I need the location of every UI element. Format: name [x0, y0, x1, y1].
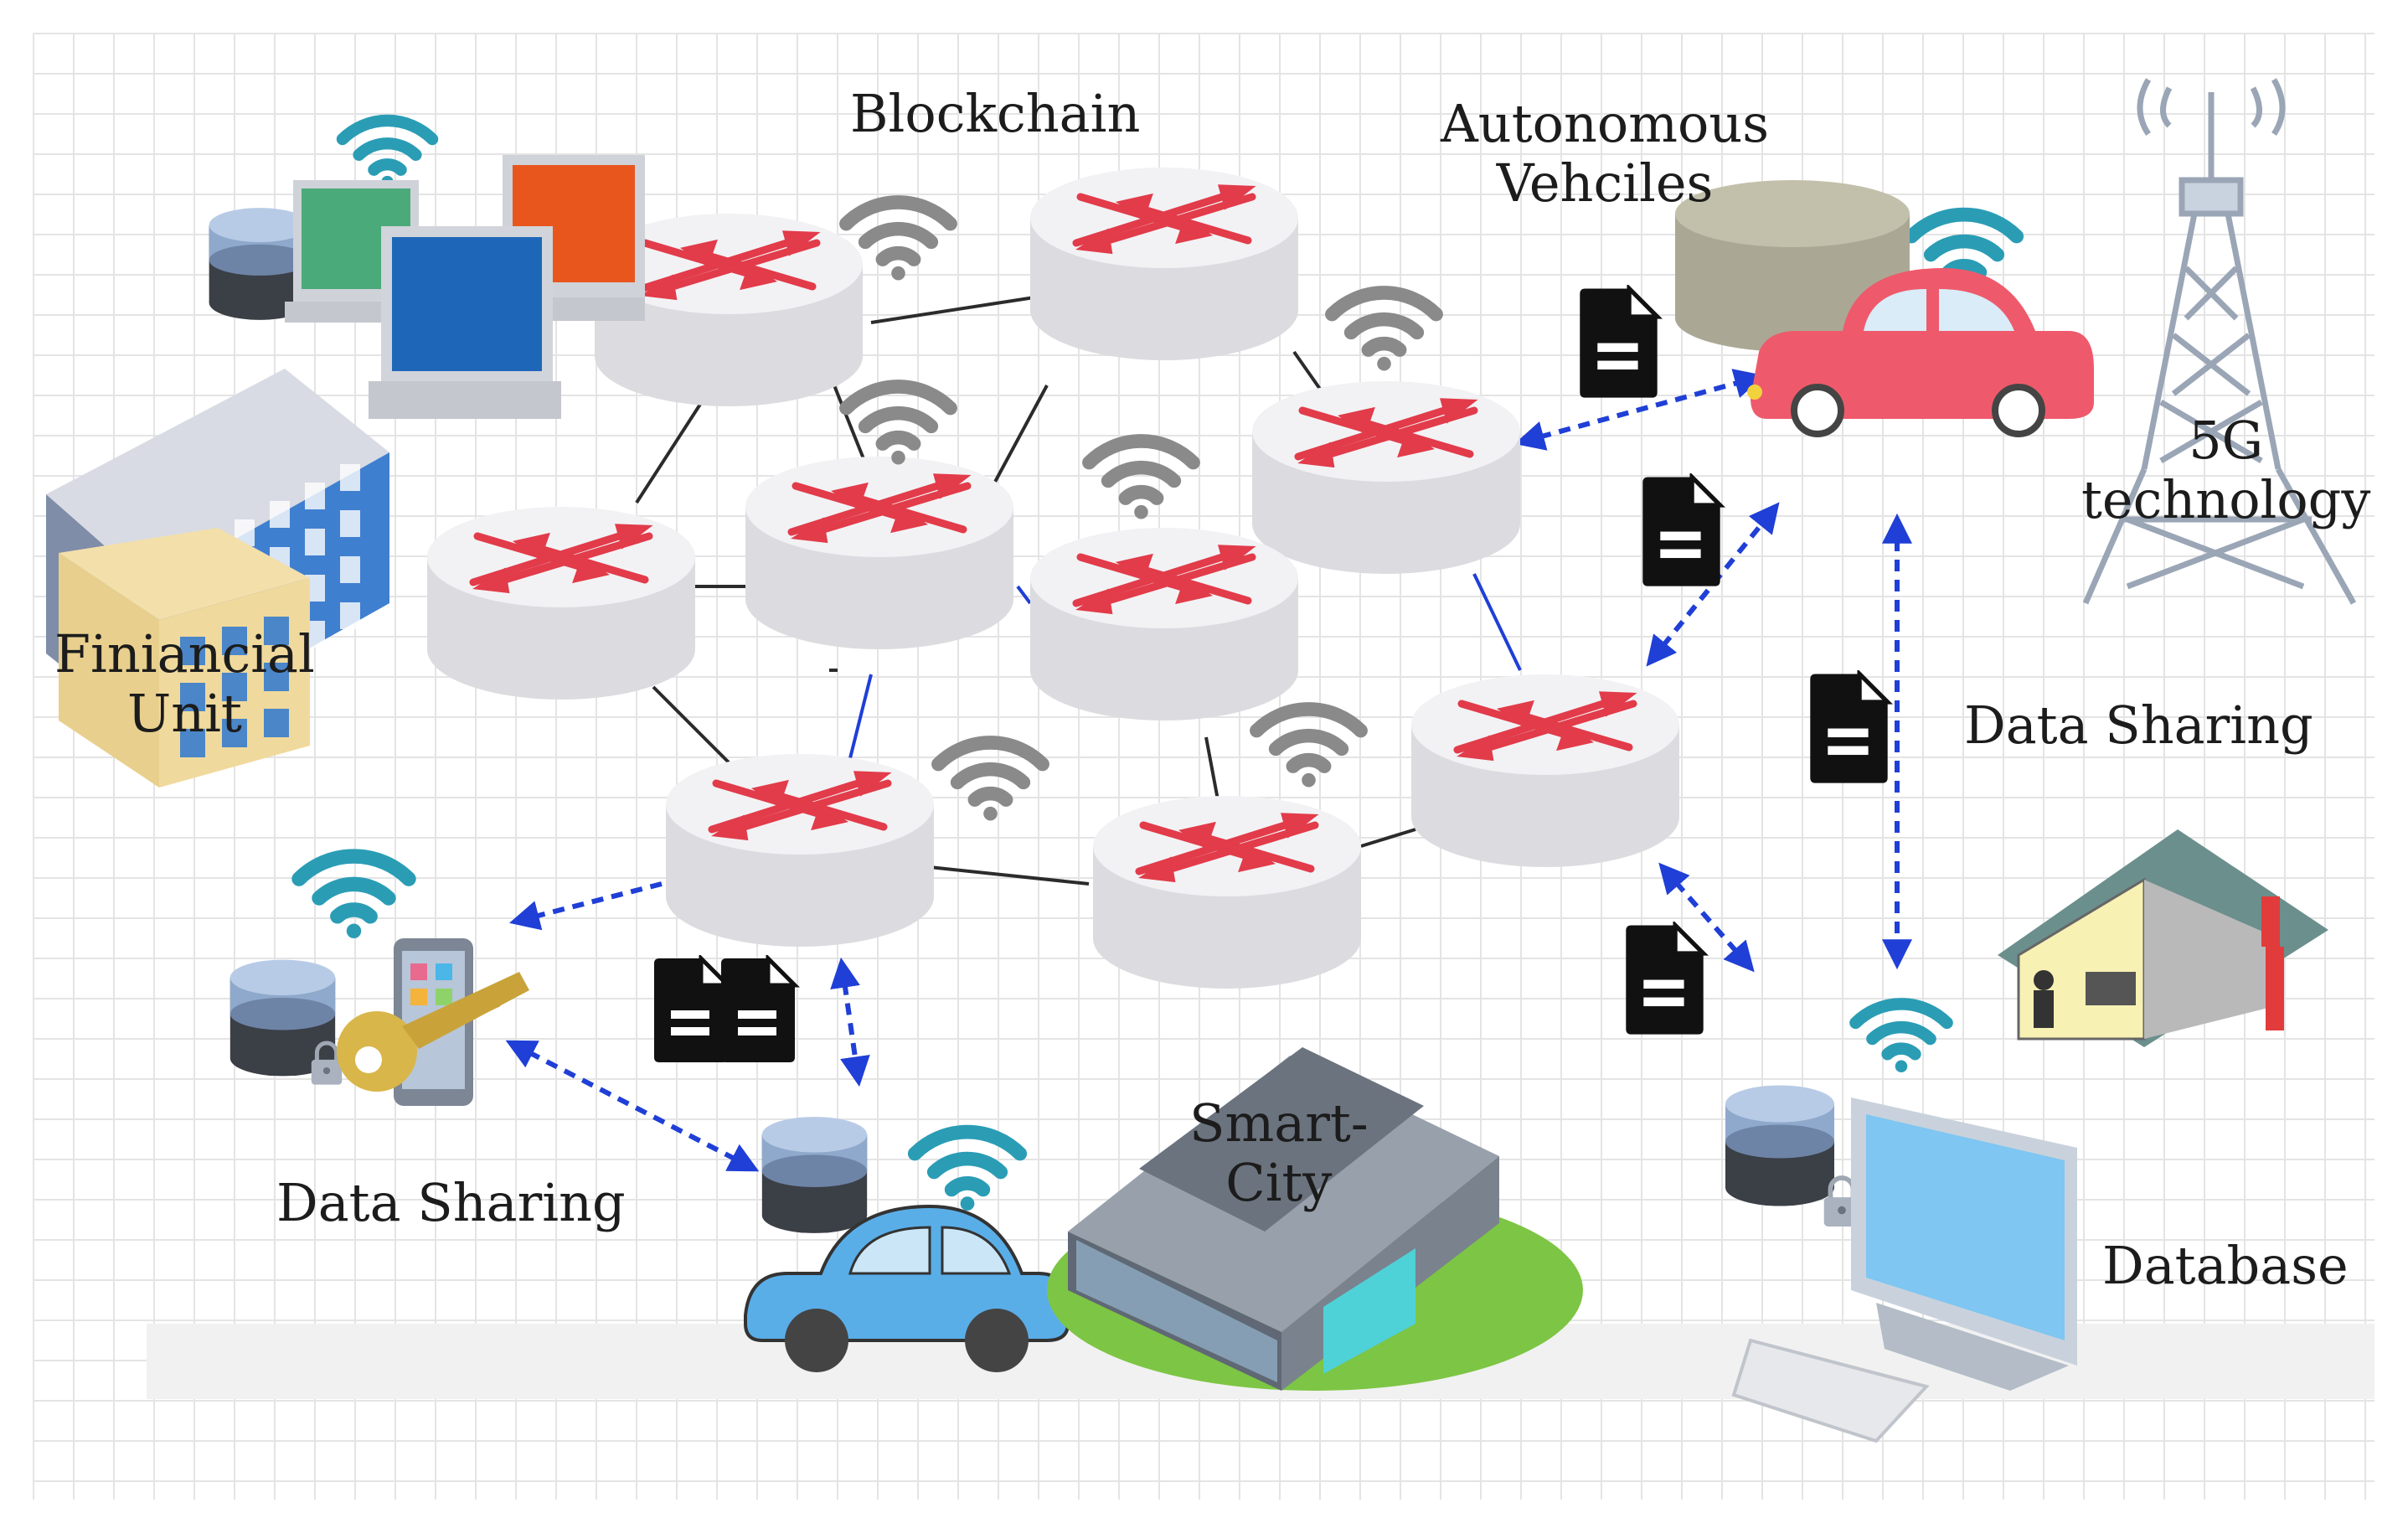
label-smart-city-line1: Smart- — [1189, 1092, 1369, 1154]
arrow-vehicle-router — [1514, 369, 1765, 451]
wifi-icon — [1256, 709, 1360, 787]
building-icon — [46, 369, 389, 788]
data-sharing-arrows — [505, 369, 1912, 1172]
document-icon — [1580, 288, 1657, 397]
label-financial-line1: Finiancial — [54, 623, 315, 684]
router-icon — [1030, 168, 1298, 360]
router-icon — [1252, 381, 1520, 574]
autonomous-vehicle-group — [1675, 180, 2094, 437]
router-icon — [1411, 674, 1679, 867]
key-store-group — [229, 938, 529, 1106]
document-icon — [654, 958, 728, 1062]
document-icon — [1642, 477, 1720, 586]
router-icon — [1093, 796, 1361, 989]
car-icon — [744, 1204, 1070, 1372]
database-icon — [229, 959, 336, 1077]
label-data-sharing-left: Data Sharing — [276, 1172, 626, 1233]
computer-icon — [1731, 1097, 2077, 1443]
arrow-router-smartcity — [830, 957, 870, 1087]
key-icon — [337, 972, 529, 1092]
router-icon — [745, 457, 1013, 649]
document-icon — [1810, 674, 1887, 782]
arrow-router-vehicle — [1646, 502, 1780, 667]
database-icon — [1725, 1085, 1834, 1206]
label-autonomous-vehicles: Autonomous Vehciles — [1441, 94, 1769, 214]
arrow-router-database — [1658, 862, 1755, 973]
document-icon — [721, 958, 795, 1062]
label-5g-line2: technology — [2081, 469, 2371, 531]
label-autonomous-line1: Autonomous — [1441, 93, 1770, 154]
wifi-icon — [938, 742, 1042, 820]
house-icon — [1998, 829, 2328, 1047]
router-icon — [1030, 528, 1298, 720]
label-blockchain: Blockchain — [850, 83, 1141, 144]
computer-icon — [369, 226, 561, 419]
wifi-icon — [915, 1132, 1019, 1211]
building-icon — [1047, 1047, 1583, 1391]
label-financial-unit: Finiancial Unit — [54, 624, 315, 744]
label-autonomous-line2: Vehciles — [1496, 152, 1714, 214]
wifi-icon — [1332, 292, 1436, 370]
arrow-keystore-smartcity — [505, 1040, 760, 1172]
arrow-router-keystore — [509, 881, 663, 931]
smart-city-group — [744, 1047, 1583, 1391]
label-smart-city: Smart- City — [1189, 1093, 1369, 1213]
car-icon — [1747, 268, 2094, 437]
blue-links — [848, 573, 1522, 759]
cell-tower-icon — [2082, 78, 2357, 605]
router-icon — [427, 507, 695, 700]
financial-unit-group — [46, 155, 645, 788]
label-smart-city-line2: City — [1225, 1152, 1333, 1214]
label-5g-line1: 5G — [2189, 410, 2264, 471]
label-financial-line2: Unit — [126, 683, 242, 745]
label-5g-technology: 5G technology — [2081, 411, 2370, 530]
label-database: Database — [2102, 1235, 2349, 1296]
wifi-icon — [1089, 441, 1193, 519]
document-icon — [1626, 925, 1703, 1034]
database-workstation-group — [1725, 1085, 2077, 1443]
database-icon — [761, 1117, 868, 1233]
label-data-sharing-right: Data Sharing — [1964, 695, 2313, 756]
router-icon — [666, 754, 934, 947]
